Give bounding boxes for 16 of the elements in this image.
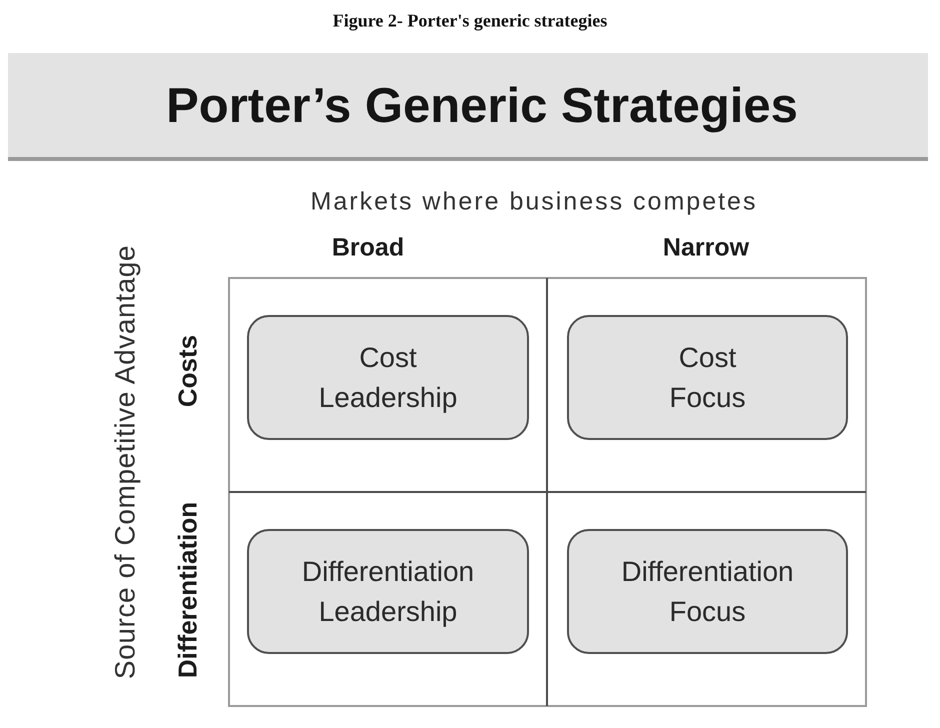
- row-heading: Costs: [174, 334, 202, 408]
- strategy-box: [567, 529, 848, 654]
- strategy-name: Cost Leadership: [318, 340, 458, 415]
- axis-title: Markets where business competes: [310, 188, 758, 216]
- row-heading: Differentiation: [174, 502, 202, 678]
- figure-caption: Figure 2- Porter's generic strategies: [332, 10, 608, 32]
- diagram-title: Porter’s Generic Strategies: [166, 80, 798, 134]
- strategy-box: [567, 315, 848, 440]
- column-heading: Narrow: [662, 234, 750, 262]
- strategy-box: [247, 529, 529, 654]
- axis-title: Source of Competitive Advantage: [110, 244, 142, 680]
- strategy-name: Differentiation Leadership: [302, 554, 474, 629]
- strategy-name: Cost Focus: [669, 340, 746, 414]
- strategy-box: [247, 315, 529, 440]
- strategy-name: Differentiation Focus: [621, 554, 794, 628]
- column-heading: Broad: [332, 234, 404, 262]
